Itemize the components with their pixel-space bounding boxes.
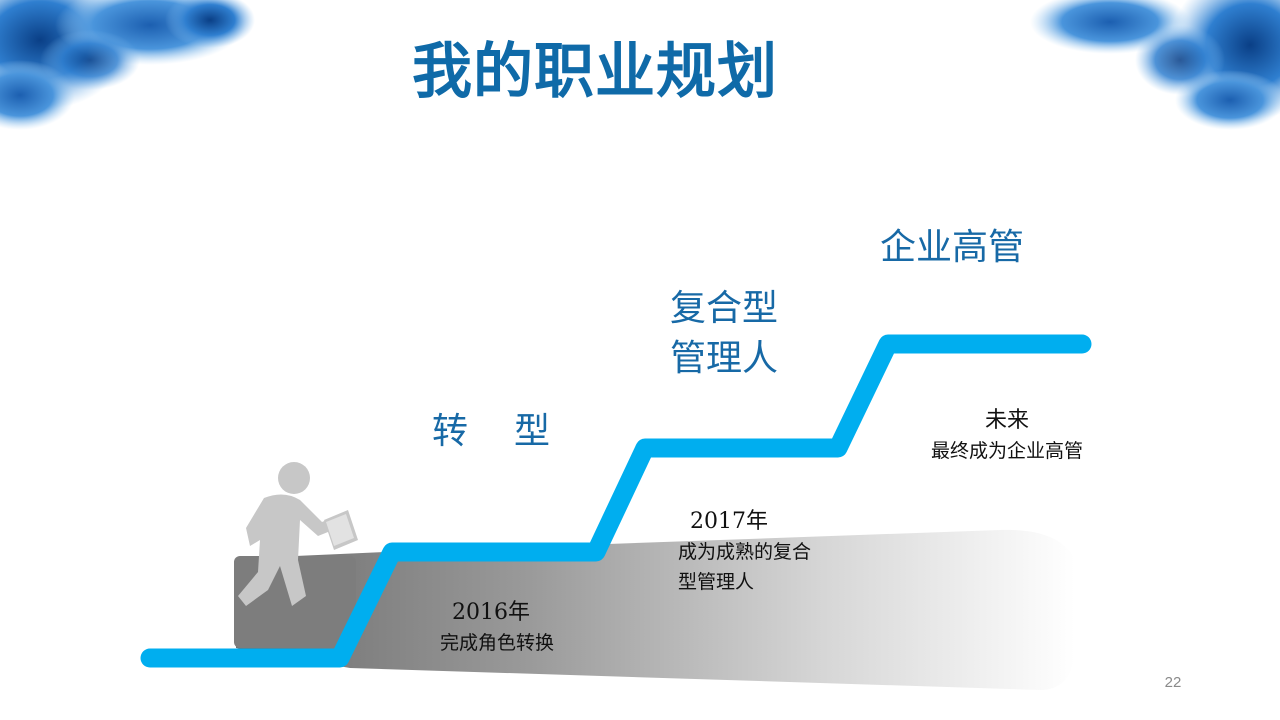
stage-label-composite-manager: 复合型管理人 xyxy=(670,288,779,379)
milestone-2017: 2017年 成为成熟的复合型管理人 xyxy=(678,507,818,597)
stage-label-transition: 转型 xyxy=(432,411,597,452)
page-number: 22 xyxy=(1164,674,1182,691)
milestone-description: 成为成熟的复合型管理人 xyxy=(678,541,812,593)
milestone-description: 最终成为企业高管 xyxy=(930,440,1083,462)
milestone-year: 2016年 xyxy=(452,600,530,625)
slide-title: 我的职业规划 xyxy=(412,37,778,107)
milestone-description: 完成角色转换 xyxy=(440,632,555,654)
milestone-future: 未来 最终成为企业高管 xyxy=(922,406,1092,466)
ink-splash-top-left xyxy=(0,0,255,130)
milestone-year: 未来 xyxy=(984,408,1029,433)
career-stair-line xyxy=(140,334,1092,668)
milestone-year: 2017年 xyxy=(690,509,768,534)
walking-person-icon xyxy=(238,462,338,606)
milestone-2016: 2016年 完成角色转换 xyxy=(440,598,554,658)
stair-base-shadow xyxy=(236,529,1075,690)
ink-splash-top-right xyxy=(1030,0,1280,130)
document-icon xyxy=(324,510,358,550)
stage-label-senior-executive: 企业高管 xyxy=(880,227,1025,268)
